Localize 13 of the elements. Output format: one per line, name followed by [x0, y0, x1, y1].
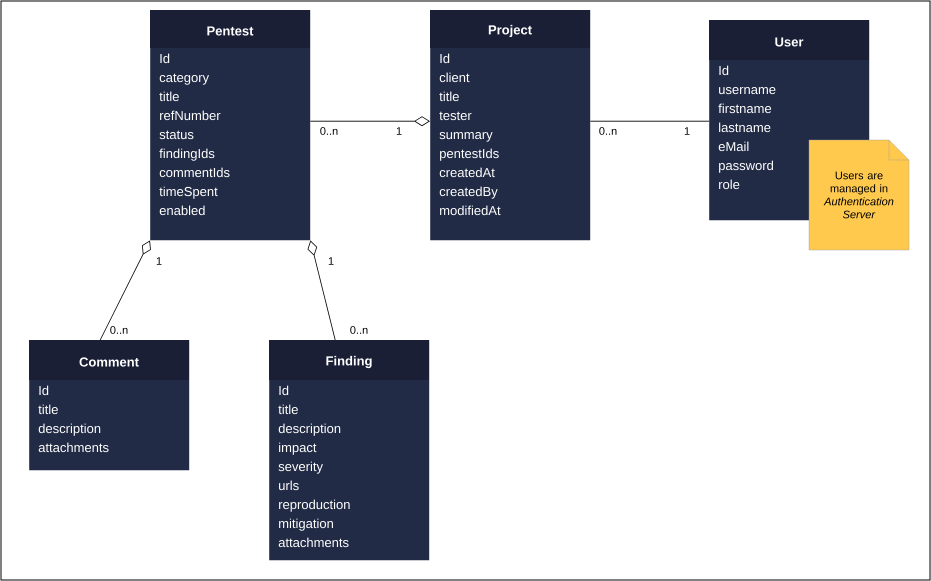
association-line	[590, 120, 710, 122]
multiplicity-label: 1	[396, 127, 402, 135]
multiplicity-label: 1	[156, 257, 162, 265]
class-box: Project Id client title tester summary pentestIds createdAt createdBy modifiedAt	[430, 10, 590, 240]
note: Users are managed in Authentication Server	[808, 140, 910, 250]
class-box: Finding Id title description impact severity urls reproduction mitigation attachments	[269, 340, 430, 560]
class-box: Pentest Id category title refNumber status findingIds commentIds timeSpent enabled	[150, 10, 310, 240]
multiplicity-label: 0..n	[320, 127, 338, 135]
class-box: Comment Id title description attachments	[29, 340, 190, 470]
multiplicity-label: 1	[328, 257, 334, 265]
multiplicity-label: 1	[684, 127, 690, 135]
multiplicity-label: 0..n	[599, 127, 616, 135]
multiplicity-label: 0..n	[110, 326, 128, 334]
